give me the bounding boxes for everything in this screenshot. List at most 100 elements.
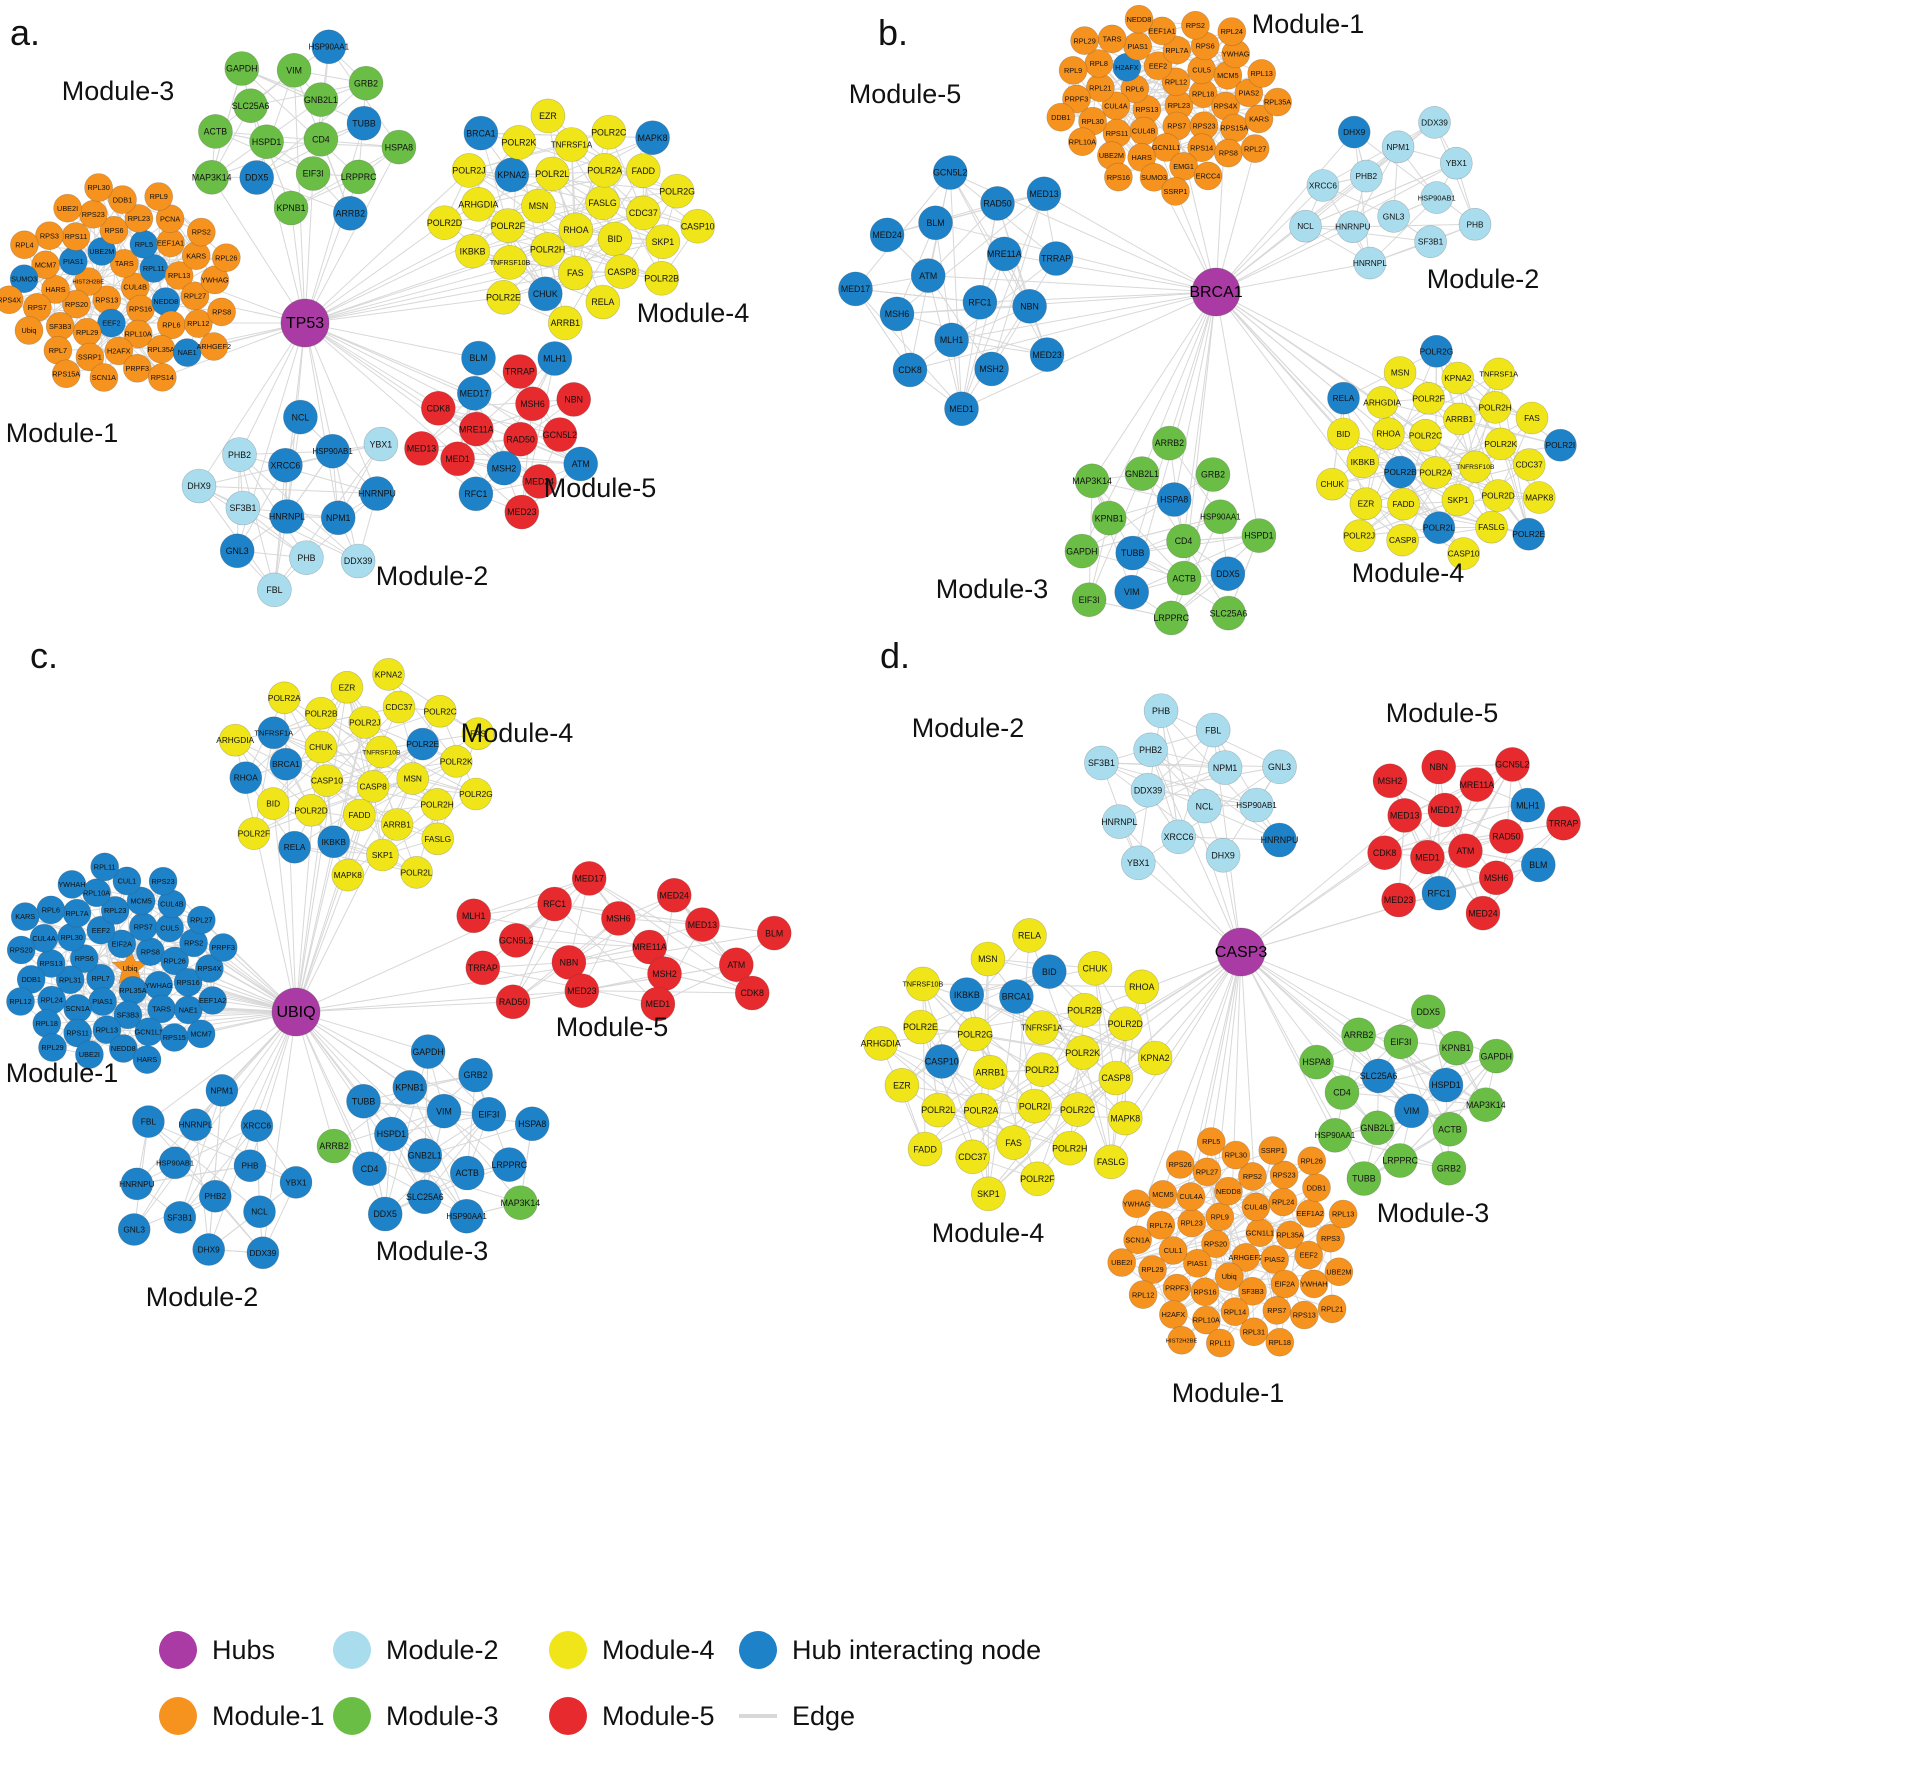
node-label: MCM5 (1217, 71, 1239, 80)
node-label: RHOA (1129, 982, 1155, 992)
node-shape (240, 1109, 274, 1142)
edge (1037, 1077, 1117, 1180)
edge (472, 202, 603, 252)
node-ACTB: ACTB (1166, 560, 1202, 596)
node-shape (554, 127, 589, 162)
node-label: MED23 (507, 507, 536, 517)
node-MCM5: MCM5 (126, 886, 156, 916)
node-label: POLR2E (903, 1022, 938, 1032)
node-label: NEDD8 (153, 297, 178, 306)
node-label: LRPPRC (1382, 1156, 1418, 1166)
node-shape (1026, 176, 1062, 212)
node-label: CUL4B (1132, 127, 1156, 136)
node-label: RPL30 (1081, 117, 1103, 126)
node-label: PHB2 (228, 450, 251, 460)
legend-swatch (333, 1697, 371, 1735)
node-GNL3: GNL3 (1377, 200, 1410, 233)
node-BID: BID (1032, 954, 1067, 989)
node-label: SLC25A6 (232, 101, 270, 111)
node-label: UBE2M (89, 247, 114, 256)
node-RPS8: RPS8 (136, 937, 165, 967)
node-label: RELA (1333, 393, 1355, 403)
node-shape (463, 115, 499, 151)
node-shape (456, 375, 492, 411)
node-shape (1428, 1067, 1464, 1103)
node-label: RPL35A (1264, 98, 1291, 107)
node-label: PHB (241, 1161, 259, 1171)
node-label: MED23 (567, 986, 596, 996)
node-label: POLR2A (587, 166, 622, 176)
node-PHB: PHB (1143, 693, 1179, 729)
node-label: VIM (286, 66, 302, 76)
node-label: TNFRSF1A (254, 729, 293, 738)
node-label: RFC1 (1428, 888, 1451, 898)
node-label: TUBB (1352, 1174, 1376, 1184)
node-TUBB: TUBB (1346, 1161, 1382, 1196)
node-label: ARRB1 (1445, 414, 1473, 424)
node-label: ATM (919, 271, 937, 281)
node-PIAS1: PIAS1 (59, 246, 88, 276)
node-ARHGEF2: ARHGEF2 (197, 332, 231, 361)
node-SF3B1: SF3B1 (225, 490, 261, 526)
node-label: BRCA1 (272, 759, 300, 769)
node-label: CDK8 (898, 365, 922, 375)
node-NBN: NBN (1421, 749, 1456, 785)
node-shape (348, 65, 384, 101)
node-label: RFC1 (968, 298, 991, 308)
node-MAP3K14: MAP3K14 (501, 1185, 540, 1220)
node-RPL7A: RPL7A (1162, 35, 1192, 65)
node-label: GNL3 (1268, 762, 1291, 772)
node-MAPK8: MAPK8 (635, 120, 670, 155)
node-BLM: BLM (918, 205, 953, 241)
node-shape (1297, 1146, 1326, 1176)
node-shape (237, 817, 271, 850)
node-shape (382, 690, 416, 724)
node-UBE2I: UBE2I (75, 1040, 104, 1069)
node-RPL12: RPL12 (1128, 1280, 1158, 1309)
node-label: SKP1 (977, 1189, 1000, 1199)
node-GCN1L1: GCN1L1 (134, 1017, 164, 1047)
node-label: IKBKB (954, 990, 980, 1000)
node-PIAS1: PIAS1 (1123, 31, 1152, 61)
node-shape (1482, 357, 1516, 391)
node-PHB2: PHB2 (199, 1179, 232, 1213)
node-SCN1A: SCN1A (63, 994, 92, 1023)
edge (1119, 767, 1226, 823)
node-label: GAPDH (1066, 546, 1097, 556)
node-label: SSRP1 (1164, 187, 1188, 196)
node-shape (372, 658, 405, 691)
node-label: RPS14 (151, 373, 174, 382)
node-shape (1422, 511, 1456, 545)
node-DDX5: DDX5 (367, 1196, 403, 1232)
edge (241, 68, 365, 124)
edge (855, 288, 962, 410)
hub-edge (1215, 291, 1260, 536)
node-shape (461, 187, 496, 222)
edge (1178, 729, 1214, 837)
node-label: TNFRSF10B (362, 749, 401, 756)
node-label: HARS (45, 285, 65, 294)
node-label: CHUK (533, 289, 558, 299)
node-RPL10A: RPL10A (123, 319, 153, 349)
node-label: RPS16 (177, 978, 200, 987)
node-shape (1244, 104, 1274, 134)
node-RPS23: RPS23 (1269, 1160, 1299, 1190)
edge (901, 996, 1017, 1086)
node-PHB: PHB (289, 540, 324, 576)
node-shape (640, 986, 676, 1022)
node-XRCC6: XRCC6 (1161, 819, 1196, 855)
hub-shape (271, 987, 321, 1037)
node-POLR2C: POLR2C (424, 694, 457, 728)
node-shape (1124, 969, 1160, 1005)
node-YBX1: YBX1 (279, 1166, 313, 1199)
node-label: MED17 (460, 389, 489, 399)
node-shape (1211, 595, 1246, 631)
edge (136, 1165, 251, 1185)
node-label: UBE2I (57, 204, 78, 213)
node-shape (1108, 1006, 1143, 1042)
node-ARHGEF2: ARHGEF2 (1228, 1243, 1263, 1272)
node-shape (490, 208, 526, 243)
node-shape (1328, 1199, 1358, 1229)
node-label: RPL30 (61, 933, 83, 942)
node-shape (420, 390, 456, 426)
